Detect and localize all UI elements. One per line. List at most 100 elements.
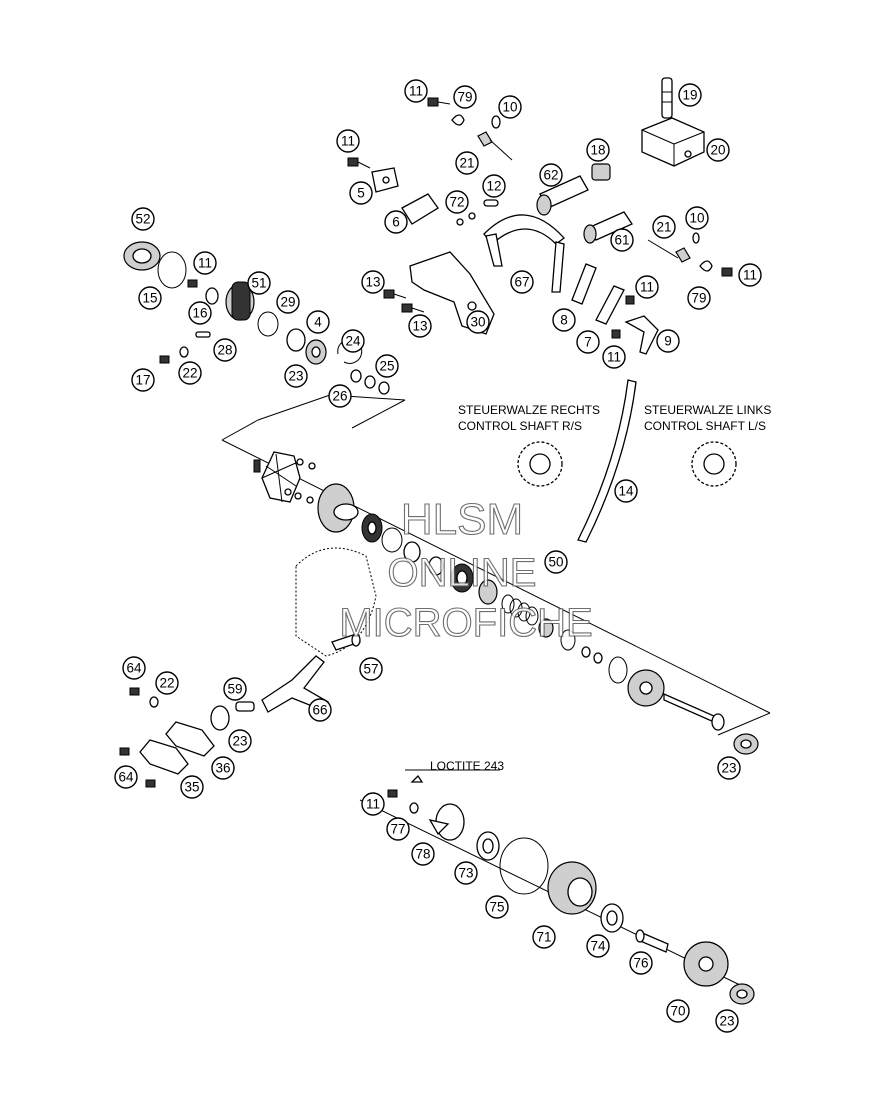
- callout-number: 79: [457, 90, 472, 105]
- callout-circle: [445, 190, 469, 214]
- callout-number: 51: [251, 276, 266, 291]
- callout-circle: [284, 364, 308, 388]
- callout-circle: [193, 251, 217, 275]
- callout-circle: [466, 310, 490, 334]
- shaft-labels: STEUERWALZE RECHTS CONTROL SHAFT R/S STE…: [430, 403, 771, 773]
- callout-number: 23: [721, 761, 736, 776]
- callout-circle: [552, 308, 576, 332]
- callout-13: 13: [361, 270, 385, 294]
- callout-23: 23: [715, 1009, 739, 1033]
- callout-circle: [453, 85, 477, 109]
- callout-79: 79: [687, 286, 711, 310]
- callout-11: 11: [404, 79, 428, 103]
- callout-66: 66: [308, 698, 332, 722]
- callout-71: 71: [532, 925, 556, 949]
- callout-number: 25: [379, 359, 394, 374]
- callout-18: 18: [586, 138, 610, 162]
- callout-number: 23: [719, 1014, 734, 1029]
- callout-number: 13: [412, 319, 427, 334]
- callout-circle: [138, 286, 162, 310]
- callout-number: 6: [392, 215, 400, 230]
- callout-78: 78: [411, 842, 435, 866]
- callout-number: 71: [536, 930, 551, 945]
- callout-6: 6: [384, 210, 408, 234]
- callout-11: 11: [336, 129, 360, 153]
- callout-number: 21: [656, 220, 671, 235]
- callout-number: 22: [159, 676, 174, 691]
- callout-19: 19: [678, 83, 702, 107]
- callout-number: 11: [743, 268, 757, 283]
- callout-59: 59: [223, 677, 247, 701]
- callout-circle: [404, 79, 428, 103]
- callout-circle: [602, 345, 626, 369]
- callout-circle: [656, 329, 680, 353]
- callout-64: 64: [114, 765, 138, 789]
- callout-57: 57: [359, 657, 383, 681]
- callout-5: 5: [349, 181, 373, 205]
- callout-circle: [306, 310, 330, 334]
- callout-4: 4: [306, 310, 330, 334]
- callout-13: 13: [408, 314, 432, 338]
- callout-9: 9: [656, 329, 680, 353]
- callout-number: 23: [288, 369, 303, 384]
- callout-14: 14: [614, 479, 638, 503]
- callout-number: 22: [182, 366, 197, 381]
- callout-64: 64: [122, 656, 146, 680]
- callout-circle: [576, 330, 600, 354]
- callout-circle: [341, 329, 365, 353]
- callout-circle: [678, 83, 702, 107]
- callout-circle: [155, 671, 179, 695]
- callout-10: 10: [498, 95, 522, 119]
- callout-circle: [349, 181, 373, 205]
- callout-number: 14: [618, 484, 634, 499]
- callout-11: 11: [602, 345, 626, 369]
- callout-62: 62: [539, 163, 563, 187]
- callout-number: 23: [232, 734, 247, 749]
- drive-parts-lower: [387, 774, 755, 1005]
- callout-number: 11: [409, 84, 423, 99]
- callout-25: 25: [375, 354, 399, 378]
- callout-circle: [308, 698, 332, 722]
- callout-12: 12: [482, 174, 506, 198]
- callout-number: 36: [215, 761, 230, 776]
- callout-circle: [178, 361, 202, 385]
- callout-70: 70: [666, 999, 690, 1023]
- control-right-label-en: CONTROL SHAFT R/S: [458, 419, 582, 433]
- callout-number: 11: [607, 350, 621, 365]
- callout-number: 73: [458, 866, 473, 881]
- callout-number: 10: [502, 100, 517, 115]
- callout-circle: [738, 263, 762, 287]
- callout-circle: [544, 550, 568, 574]
- callout-circle: [276, 290, 300, 314]
- callout-circle: [652, 215, 676, 239]
- kick-parts-left: [123, 241, 390, 395]
- callout-number: 28: [217, 343, 232, 358]
- main-shaft-assembly: [253, 379, 759, 755]
- callout-52: 52: [131, 207, 155, 231]
- callout-circle: [715, 1009, 739, 1033]
- callout-73: 73: [454, 861, 478, 885]
- callout-circle: [228, 729, 252, 753]
- callout-number: 74: [590, 939, 606, 954]
- callout-number: 7: [584, 335, 592, 350]
- callout-number: 8: [560, 313, 568, 328]
- watermark-line-1: HLSM: [401, 495, 523, 544]
- callout-21: 21: [455, 151, 479, 175]
- watermark-line-3: MICROFICHE: [339, 601, 592, 645]
- callout-circle: [247, 271, 271, 295]
- callout-circle: [685, 206, 709, 230]
- callout-77: 77: [386, 817, 410, 841]
- callout-28: 28: [213, 338, 237, 362]
- callout-circle: [717, 756, 741, 780]
- callout-23: 23: [284, 364, 308, 388]
- callout-7: 7: [576, 330, 600, 354]
- callout-number: 61: [614, 233, 629, 248]
- callout-number: 10: [689, 211, 704, 226]
- callout-number: 4: [314, 315, 322, 330]
- callout-22: 22: [155, 671, 179, 695]
- callout-10: 10: [685, 206, 709, 230]
- callout-number: 30: [470, 315, 485, 330]
- callout-circle: [510, 270, 534, 294]
